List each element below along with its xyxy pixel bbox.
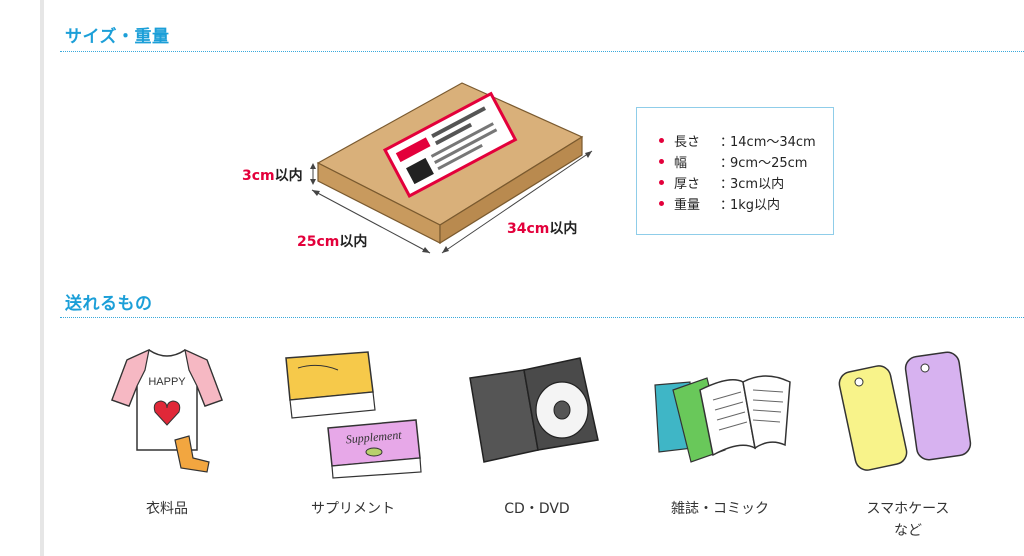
supplement-icon: Supplement xyxy=(285,351,422,479)
item-label: サプリメント xyxy=(311,501,395,517)
item-supplement: Supplement サプリメント xyxy=(278,340,428,517)
item-phone-case: スマホケース など xyxy=(833,340,983,539)
item-clothing: HAPPY 衣料品 xyxy=(92,340,242,517)
item-dvd: CD・DVD xyxy=(462,340,612,517)
section-title-size: サイズ・重量 xyxy=(65,27,170,47)
spec-row: 長さ ： 14cm〜34cm xyxy=(659,130,833,151)
bullet-icon xyxy=(659,180,664,185)
spec-row: 重量 ： 1kg以内 xyxy=(659,193,833,214)
bullet-icon xyxy=(659,138,664,143)
left-border xyxy=(40,0,44,556)
width-dimension-label: 25cm以内 xyxy=(297,234,368,250)
length-dimension-label: 34cm以内 xyxy=(507,221,578,237)
spec-row: 厚さ ： 3cm以内 xyxy=(659,172,833,193)
bullet-icon xyxy=(659,201,664,206)
spec-row: 幅 ： 9cm〜25cm xyxy=(659,151,833,172)
svg-text:Supplement: Supplement xyxy=(345,428,403,447)
section-title-items: 送れるもの xyxy=(65,294,153,314)
magazine-icon xyxy=(654,375,791,463)
shipping-label xyxy=(382,91,518,198)
height-dimension-label: 3cm以内 xyxy=(242,168,303,184)
item-magazine: 雑誌・コミック xyxy=(645,340,795,517)
package-box-illustration xyxy=(310,82,593,254)
bullet-icon xyxy=(659,159,664,164)
item-label: CD・DVD xyxy=(504,501,570,517)
dvd-icon xyxy=(469,357,599,463)
section-divider xyxy=(60,51,1024,52)
item-label: 衣料品 xyxy=(146,501,188,517)
item-label: 雑誌・コミック xyxy=(671,501,769,517)
svg-text:HAPPY: HAPPY xyxy=(148,376,186,388)
size-spec-panel: 長さ ： 14cm〜34cm 幅 ： 9cm〜25cm 厚さ ： 3cm以内 重… xyxy=(636,107,834,235)
clothing-icon: HAPPY xyxy=(111,348,223,473)
section-divider xyxy=(60,317,1024,318)
item-label: スマホケース など xyxy=(866,501,950,539)
phone-case-icon xyxy=(838,351,972,471)
